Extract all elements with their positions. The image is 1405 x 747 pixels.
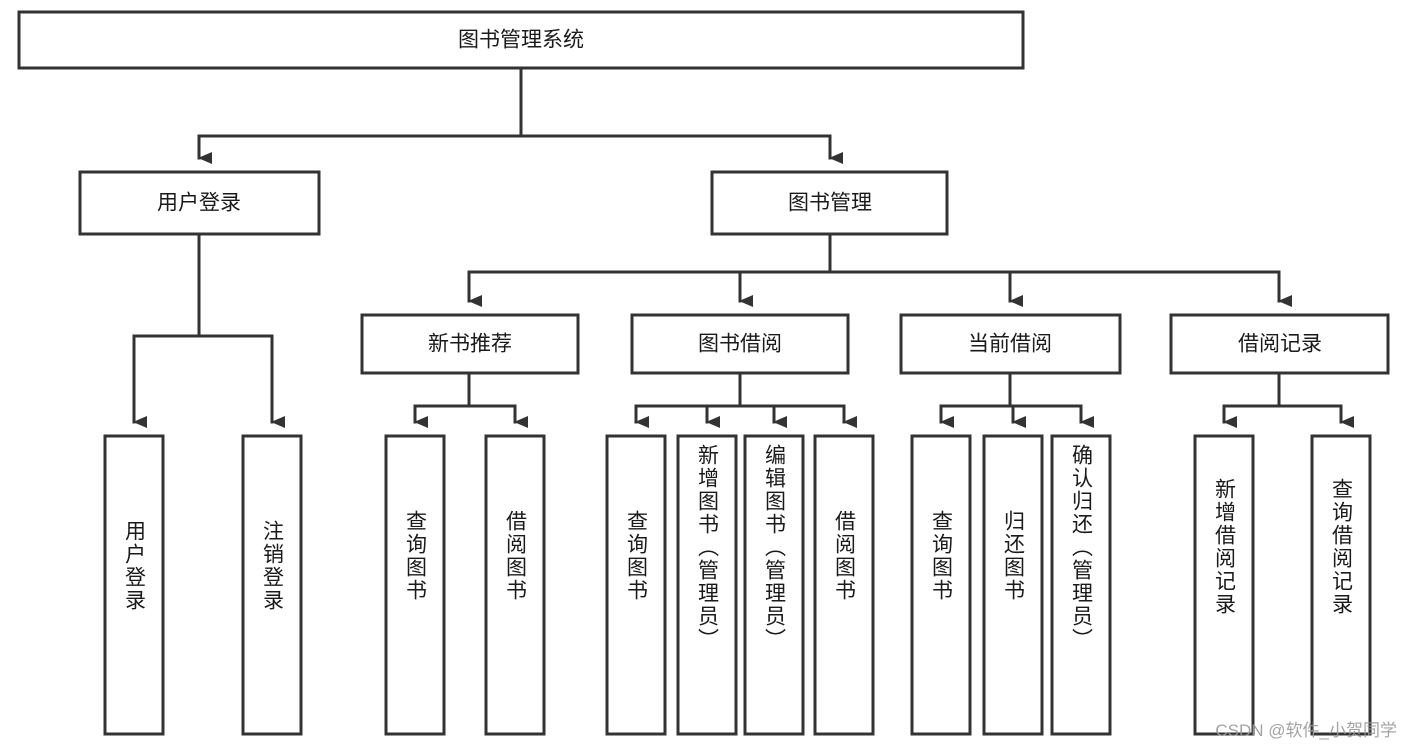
node-borrow-records-label: 借阅记录 <box>1238 333 1322 356</box>
node-root-box[interactable] <box>17 10 1025 70</box>
node-current-borrow-box[interactable] <box>899 313 1122 375</box>
leaf-box-logout[interactable] <box>241 434 303 736</box>
node-book-management[interactable]: 图书管理 <box>710 170 949 236</box>
leaf-box-borrow-book[interactable] <box>813 434 875 736</box>
node-user-login-label: 用户登录 <box>157 192 241 215</box>
leaf-box-add-book-admin[interactable] <box>676 434 738 736</box>
connector-group-borrow-records <box>1222 371 1354 428</box>
leaf-box-confirm-return-admin[interactable] <box>1050 434 1112 736</box>
node-borrow-records[interactable]: 借阅记录 <box>1169 313 1390 375</box>
leaf-box-borrow-books-rec[interactable] <box>484 434 546 736</box>
node-new-book-recommend-box[interactable] <box>360 313 580 375</box>
leaf-box-edit-book-admin[interactable] <box>743 434 805 736</box>
node-root[interactable]: 图书管理系统 <box>17 10 1025 70</box>
leaf-box-return-book[interactable] <box>982 434 1044 736</box>
connector-group-new-book-recommend <box>413 371 528 428</box>
node-new-book-recommend-label: 新书推荐 <box>428 333 512 356</box>
node-user-login[interactable]: 用户登录 <box>78 170 321 236</box>
node-current-borrow[interactable]: 当前借阅 <box>899 313 1122 375</box>
leaf-box-query-borrow-record[interactable] <box>1310 434 1372 736</box>
node-book-borrow[interactable]: 图书借阅 <box>630 313 850 375</box>
node-book-management-box[interactable] <box>710 170 949 236</box>
node-book-management-label: 图书管理 <box>788 192 872 215</box>
csdn-watermark: CSDN @软件_小贺同学 <box>1215 721 1397 740</box>
node-book-borrow-box[interactable] <box>630 313 850 375</box>
node-borrow-records-box[interactable] <box>1169 313 1390 375</box>
leaf-box-query-books-borrow[interactable] <box>605 434 667 736</box>
node-user-login-box[interactable] <box>78 170 321 236</box>
leaf-boxes <box>103 434 1372 736</box>
node-current-borrow-label: 当前借阅 <box>968 333 1052 356</box>
connector-group-book-borrow <box>634 371 857 428</box>
leaf-box-user-login[interactable] <box>103 434 165 736</box>
node-new-book-recommend[interactable]: 新书推荐 <box>360 313 580 375</box>
connector-group-user-login <box>132 232 285 428</box>
connector-group-current-borrow <box>939 371 1094 428</box>
leaf-box-add-borrow-record[interactable] <box>1193 434 1255 736</box>
node-root-label: 图书管理系统 <box>458 29 584 52</box>
connector-group-book-management <box>467 232 1292 307</box>
node-book-borrow-label: 图书借阅 <box>698 333 782 356</box>
leaf-box-query-books-current[interactable] <box>910 434 972 736</box>
connector-group-root <box>197 66 843 164</box>
leaf-box-query-books-rec[interactable] <box>384 434 446 736</box>
